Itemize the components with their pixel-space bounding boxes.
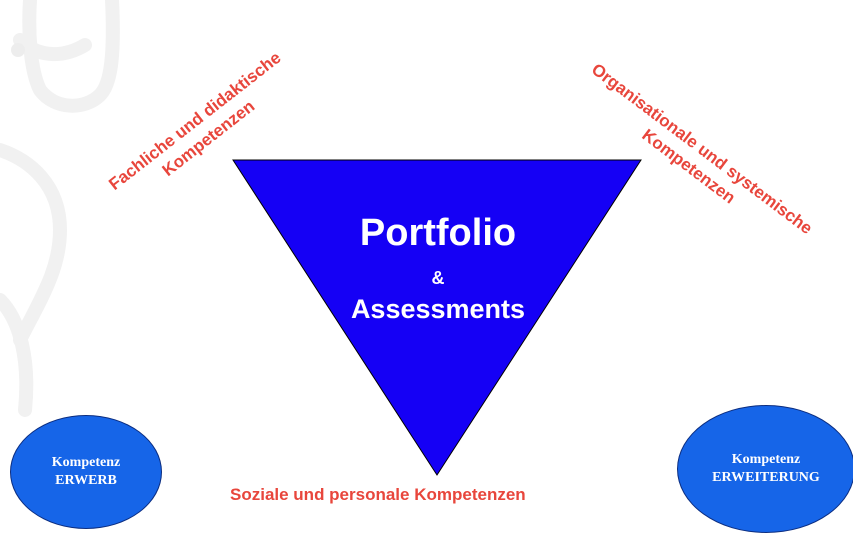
triangle-title: Portfolio bbox=[359, 212, 517, 254]
triangle-ampersand: & bbox=[431, 268, 445, 288]
triangle-subtitle: Assessments bbox=[350, 294, 526, 324]
ellipse-right-line2: ERWEITERUNG bbox=[712, 470, 820, 485]
ellipse-left-line1: Kompetenz bbox=[51, 455, 121, 470]
ellipse-right-line1: Kompetenz bbox=[731, 452, 801, 467]
ellipse-left-line2: ERWERB bbox=[55, 473, 117, 488]
label-soziale-personale: Soziale und personale Kompetenzen bbox=[230, 485, 526, 504]
ellipse-kompetenz-erweiterung: Kompetenz ERWEITERUNG bbox=[677, 405, 853, 533]
ellipse-kompetenz-erwerb: Kompetenz ERWERB bbox=[10, 415, 162, 529]
